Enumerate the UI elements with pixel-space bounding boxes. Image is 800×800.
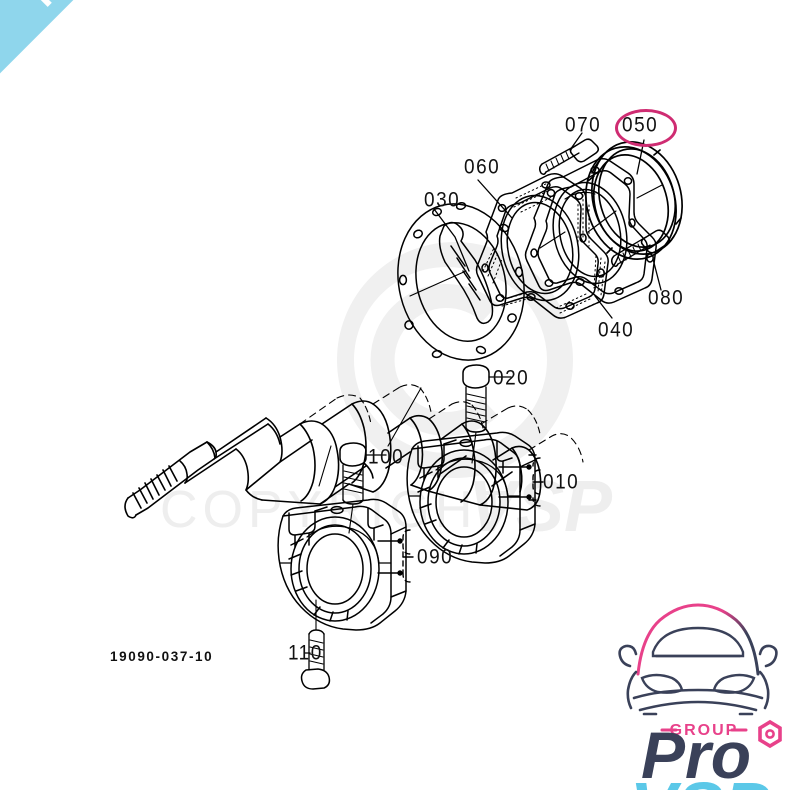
bracket-090 (377, 529, 414, 583)
part-label-040: 040 (598, 318, 635, 343)
part-label-030: 030 (424, 188, 461, 213)
part-110-bolt (300, 599, 331, 690)
drawing-number: 19090-037-10 (110, 649, 214, 664)
highlight-ellipse-050 (615, 109, 677, 147)
part-label-070: 070 (565, 113, 602, 138)
logo-vsp-text: VSP (630, 768, 770, 790)
part-070-bolt (538, 138, 600, 176)
part-090-bearing-case (277, 498, 407, 631)
part-label-080: 080 (648, 286, 685, 311)
logo-pro-text: Pro (641, 718, 751, 790)
part-label-110: 110 (288, 641, 323, 666)
hex-nut-icon (758, 719, 782, 749)
car-outline-icon (618, 603, 778, 716)
logo-group-text: GROUP (670, 722, 739, 739)
part-label-060: 060 (464, 155, 501, 180)
provsp-logo-svg: GROUP Pro VSP (618, 603, 782, 790)
part-label-090: 090 (417, 545, 454, 570)
logo-group-label: GROUP (660, 722, 748, 739)
part-010-bearing-case (406, 431, 536, 564)
part-080-bolt (610, 229, 671, 268)
part-050-oil-seal (585, 141, 683, 260)
part-040-housing (524, 157, 657, 304)
